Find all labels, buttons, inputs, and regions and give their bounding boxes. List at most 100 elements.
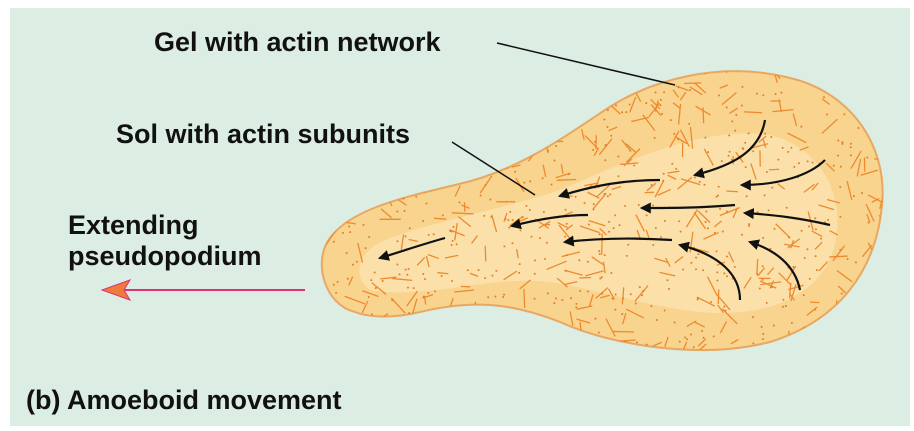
actin-subunit-dot xyxy=(660,236,662,238)
actin-fiber xyxy=(872,107,885,116)
actin-fiber xyxy=(862,287,867,295)
actin-subunit-dot xyxy=(408,268,410,270)
actin-fiber xyxy=(450,345,457,354)
actin-subunit-dot xyxy=(695,268,697,270)
actin-subunit-dot xyxy=(756,273,758,275)
actin-subunit-dot xyxy=(452,240,454,242)
actin-fiber xyxy=(454,134,463,144)
actin-subunit-dot xyxy=(502,296,504,298)
actin-subunit-dot xyxy=(483,215,485,217)
actin-subunit-dot xyxy=(371,313,373,315)
actin-subunit-dot xyxy=(686,338,688,340)
actin-subunit-dot xyxy=(745,166,747,168)
actin-subunit-dot xyxy=(423,296,425,298)
actin-subunit-dot xyxy=(746,195,748,197)
actin-subunit-dot xyxy=(364,327,366,329)
actin-subunit-dot xyxy=(538,98,540,100)
actin-subunit-dot xyxy=(485,129,487,131)
actin-subunit-dot xyxy=(719,208,721,210)
actin-fiber xyxy=(871,284,883,301)
actin-subunit-dot xyxy=(718,94,720,96)
actin-subunit-dot xyxy=(418,94,420,96)
actin-subunit-dot xyxy=(452,175,454,177)
actin-subunit-dot xyxy=(333,284,335,286)
actin-subunit-dot xyxy=(343,201,345,203)
actin-subunit-dot xyxy=(428,234,430,236)
actin-fiber xyxy=(537,87,548,97)
actin-subunit-dot xyxy=(434,290,436,292)
actin-subunit-dot xyxy=(716,250,718,252)
actin-fiber xyxy=(535,322,546,336)
actin-subunit-dot xyxy=(461,312,463,314)
actin-fiber xyxy=(475,114,488,129)
actin-fiber xyxy=(849,75,860,88)
actin-subunit-dot xyxy=(844,301,846,303)
actin-subunit-dot xyxy=(404,210,406,212)
actin-subunit-dot xyxy=(723,306,725,308)
actin-subunit-dot xyxy=(490,155,492,157)
actin-subunit-dot xyxy=(866,156,868,158)
actin-subunit-dot xyxy=(741,234,743,236)
actin-subunit-dot xyxy=(586,106,588,108)
actin-subunit-dot xyxy=(662,180,664,182)
actin-subunit-dot xyxy=(386,341,388,343)
actin-fiber xyxy=(327,162,345,163)
actin-subunit-dot xyxy=(555,145,557,147)
actin-subunit-dot xyxy=(847,308,849,310)
actin-subunit-dot xyxy=(342,175,344,177)
actin-subunit-dot xyxy=(568,173,570,175)
actin-subunit-dot xyxy=(469,156,471,158)
actin-fiber xyxy=(330,162,331,172)
actin-subunit-dot xyxy=(693,346,695,348)
actin-subunit-dot xyxy=(703,184,705,186)
actin-fiber xyxy=(417,349,428,352)
actin-fiber xyxy=(315,233,323,250)
actin-subunit-dot xyxy=(663,173,665,175)
actin-subunit-dot xyxy=(629,104,631,106)
actin-subunit-dot xyxy=(505,327,507,329)
actin-subunit-dot xyxy=(661,113,663,115)
actin-subunit-dot xyxy=(651,184,653,186)
actin-subunit-dot xyxy=(566,254,568,256)
actin-subunit-dot xyxy=(652,244,654,246)
actin-subunit-dot xyxy=(701,330,703,332)
actin-subunit-dot xyxy=(609,99,611,101)
actin-subunit-dot xyxy=(531,236,533,238)
actin-subunit-dot xyxy=(697,297,699,299)
actin-subunit-dot xyxy=(365,164,367,166)
actin-subunit-dot xyxy=(843,113,845,115)
actin-subunit-dot xyxy=(604,348,606,350)
actin-subunit-dot xyxy=(748,223,750,225)
actin-subunit-dot xyxy=(522,216,524,218)
actin-subunit-dot xyxy=(807,160,809,162)
actin-subunit-dot xyxy=(503,245,505,247)
actin-subunit-dot xyxy=(827,219,829,221)
actin-subunit-dot xyxy=(839,342,841,344)
actin-subunit-dot xyxy=(599,253,601,255)
actin-subunit-dot xyxy=(565,270,567,272)
actin-subunit-dot xyxy=(427,292,429,294)
actin-subunit-dot xyxy=(578,259,580,261)
actin-subunit-dot xyxy=(704,137,706,139)
actin-subunit-dot xyxy=(486,160,488,162)
actin-subunit-dot xyxy=(368,296,370,298)
actin-subunit-dot xyxy=(678,86,680,88)
actin-fiber xyxy=(408,143,429,146)
actin-subunit-dot xyxy=(673,133,675,135)
actin-subunit-dot xyxy=(603,119,605,121)
actin-fiber xyxy=(855,91,869,96)
actin-subunit-dot xyxy=(575,196,577,198)
actin-subunit-dot xyxy=(332,215,334,217)
actin-subunit-dot xyxy=(575,306,577,308)
actin-fiber xyxy=(626,67,629,77)
actin-subunit-dot xyxy=(650,305,652,307)
actin-subunit-dot xyxy=(697,298,699,300)
actin-subunit-dot xyxy=(481,324,483,326)
actin-subunit-dot xyxy=(361,91,363,93)
actin-subunit-dot xyxy=(632,80,634,82)
actin-subunit-dot xyxy=(726,275,728,277)
actin-fiber xyxy=(500,77,514,87)
actin-fiber xyxy=(613,331,635,332)
actin-subunit-dot xyxy=(409,227,411,229)
actin-fiber xyxy=(453,155,463,157)
